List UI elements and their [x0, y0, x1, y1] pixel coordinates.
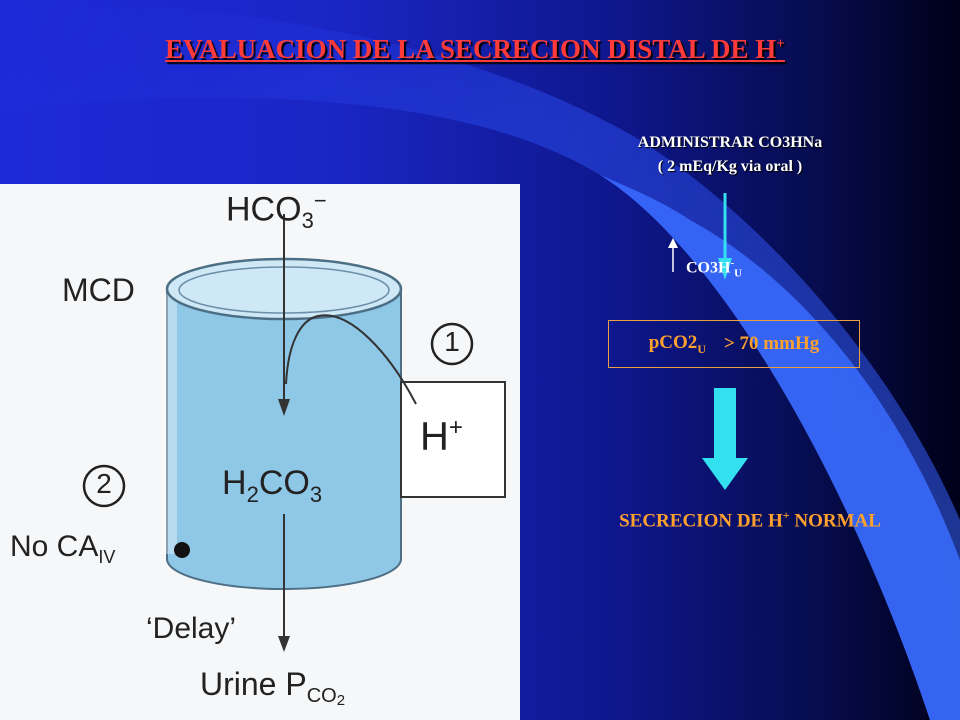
h-plus-label: H+	[420, 414, 463, 459]
result-text: SECRECION DE H+ NORMAL	[619, 508, 881, 532]
admin-line-2: ( 2 mEq/Kg via oral )	[657, 158, 803, 175]
mcd-label: MCD	[62, 272, 135, 308]
pco2-label: pCO2U	[648, 331, 706, 356]
h-plus-box	[400, 381, 506, 498]
admin-line-1: ADMINISTRAR CO3HNa	[637, 134, 823, 151]
collecting-duct-panel: HCO3− MCD 1 H+ 2 H2CO3 No CAIV ‘Delay’ U…	[0, 184, 520, 720]
collecting-duct-diagram	[82, 214, 506, 652]
ca-dot	[174, 542, 190, 558]
pco2-box: pCO2U > 70 mmHg	[608, 320, 860, 368]
no-ca-label: No CAIV	[10, 530, 116, 567]
administration-instruction: ADMINISTRAR CO3HNa ( 2 mEq/Kg via oral )	[560, 131, 900, 179]
step-2-label: 2	[96, 468, 112, 499]
urine-bicarbonate-label: CO3H-U	[686, 257, 743, 280]
step-1-label: 1	[444, 326, 460, 357]
urine-pco2-label: Urine PCO2	[200, 666, 346, 710]
hco3-label: HCO3−	[226, 188, 327, 234]
cylinder-body	[166, 288, 402, 590]
h2co3-label: H2CO3	[222, 464, 323, 507]
page-title: EVALUACION DE LA SECRECION DISTAL DE H+	[165, 34, 785, 64]
delay-label: ‘Delay’	[146, 612, 237, 645]
pco2-value: > 70 mmHg	[723, 333, 820, 354]
